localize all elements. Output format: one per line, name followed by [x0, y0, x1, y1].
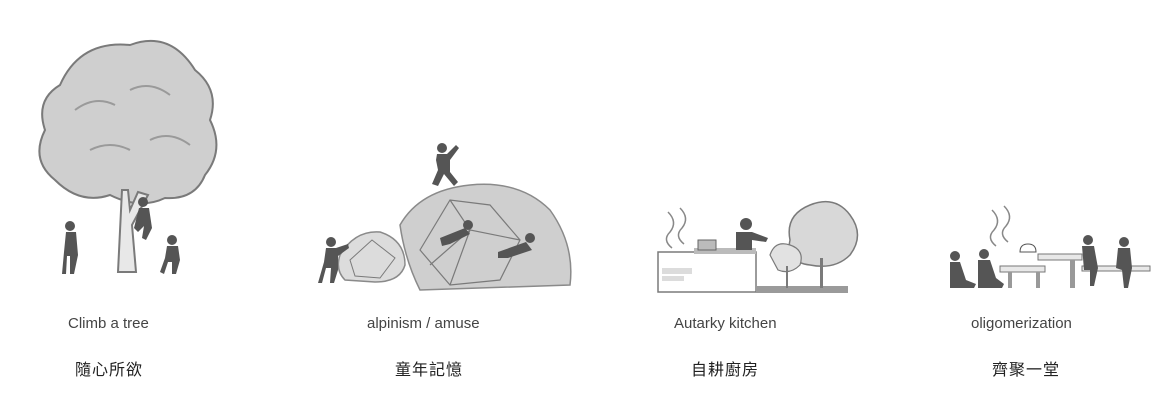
ground-strip	[756, 286, 848, 293]
tree-trunk	[116, 189, 150, 273]
seated-figures	[950, 235, 1132, 288]
pot	[697, 239, 717, 251]
bench-low	[999, 265, 1046, 273]
teapot	[1019, 243, 1037, 253]
panel-title-kitchen: Autarky kitchen	[674, 315, 777, 332]
bench-right	[1081, 265, 1151, 272]
cook-figure	[736, 218, 768, 250]
panel-subtitle-gathering: 齊聚一堂	[992, 360, 1061, 379]
panel-title-alpinism: alpinism / amuse	[367, 315, 480, 332]
table	[1037, 253, 1083, 261]
child-figure-climbing	[134, 197, 152, 240]
panel-title-gathering: oligomerization	[971, 315, 1072, 332]
outdoor-kitchen-illustration	[657, 200, 859, 293]
jumping-figure	[432, 143, 459, 186]
panel-subtitle-tree: 隨心所欲	[75, 360, 144, 379]
steam-lines	[989, 205, 1011, 247]
gathering-illustration	[950, 205, 1151, 288]
tree-canopy	[38, 39, 218, 205]
rock-large	[399, 183, 572, 291]
tree-climbing-illustration	[38, 39, 218, 274]
child-figure-right	[160, 235, 180, 274]
steam-lines	[665, 207, 687, 249]
rock-climbing-illustration	[318, 143, 572, 291]
panel-title-tree: Climb a tree	[68, 315, 149, 332]
panel-subtitle-alpinism: 童年記憶	[395, 360, 464, 379]
rock-small	[337, 231, 406, 283]
panel-subtitle-kitchen: 自耕廚房	[691, 360, 760, 379]
rock-structure-lines	[419, 199, 521, 286]
tree-canopy-detail	[74, 85, 191, 151]
pushing-figure	[318, 237, 349, 283]
lying-figure-1	[440, 220, 473, 246]
lying-figure-2	[498, 233, 535, 258]
kitchen-tree	[788, 200, 859, 267]
child-figure-left	[62, 221, 78, 274]
